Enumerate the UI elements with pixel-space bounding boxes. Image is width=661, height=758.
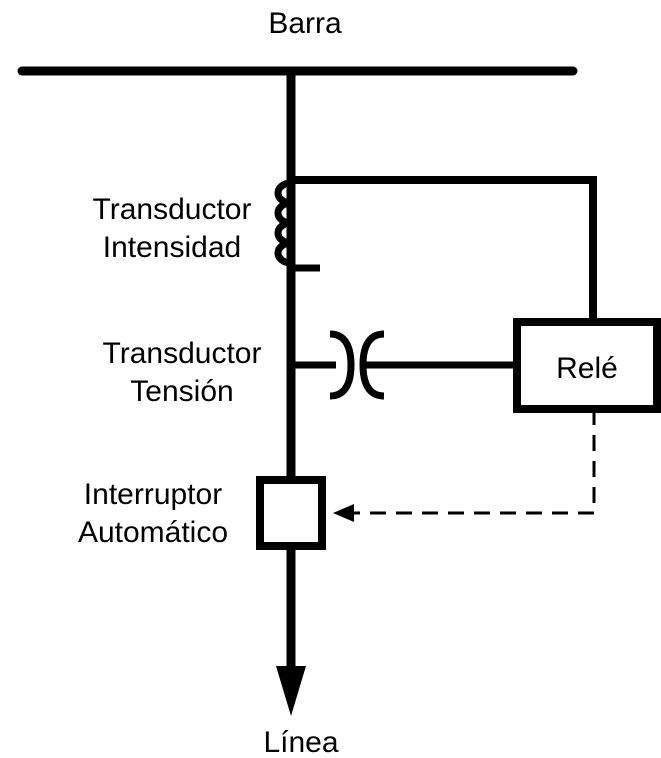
line-arrow-icon xyxy=(276,666,306,716)
current-transducer-label-line1: Transductor xyxy=(93,193,252,226)
current-transducer-label-line2: Intensidad xyxy=(103,231,241,264)
circuit-breaker-label-line2: Automático xyxy=(78,516,228,549)
line-label: Línea xyxy=(263,726,338,758)
trip-signal-dashed-line xyxy=(350,409,596,515)
busbar-label: Barra xyxy=(268,7,342,40)
relay-label: Relé xyxy=(556,352,618,385)
voltage-transducer-label-line2: Tensión xyxy=(130,375,233,408)
trip-signal-arrow-icon xyxy=(333,504,354,522)
current-secondary-wire xyxy=(291,176,597,322)
relay-box xyxy=(513,318,661,413)
voltage-transducer-label-line1: Transductor xyxy=(103,337,262,370)
voltage-transducer-winding-left-icon xyxy=(329,330,355,400)
circuit-breaker-label-line1: Interruptor xyxy=(84,478,222,511)
current-transducer-coil-icon xyxy=(274,179,292,267)
circuit-breaker-box xyxy=(256,476,326,550)
